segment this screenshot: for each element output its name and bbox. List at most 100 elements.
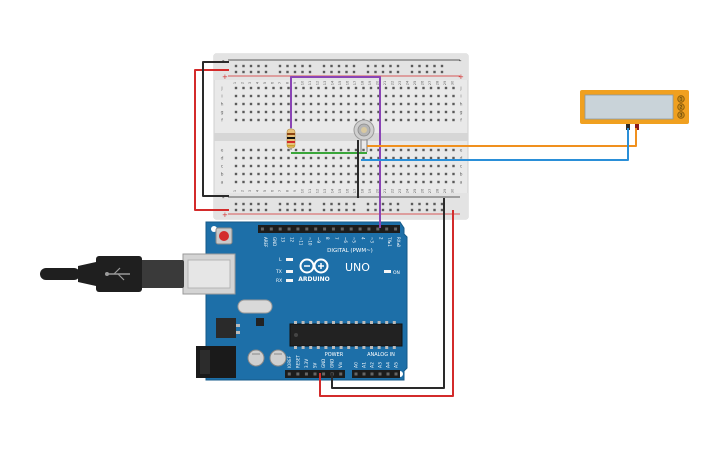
breadboard-hole[interactable]: [287, 86, 290, 90]
rail-hole[interactable]: [345, 64, 348, 68]
breadboard-hole[interactable]: [429, 172, 433, 176]
resistor[interactable]: [286, 128, 296, 150]
breadboard-hole[interactable]: [264, 148, 268, 152]
digital-pin-hole[interactable]: [314, 227, 318, 231]
breadboard-hole[interactable]: [249, 172, 253, 176]
breadboard-hole[interactable]: [414, 180, 418, 184]
wire-black-ground-arduino[interactable]: [331, 198, 445, 389]
breadboard-hole[interactable]: [377, 94, 380, 98]
breadboard-hole[interactable]: [324, 172, 328, 176]
digital-pin-hole[interactable]: [323, 227, 327, 231]
breadboard-hole[interactable]: [257, 102, 260, 106]
breadboard-hole[interactable]: [392, 172, 395, 176]
breadboard-hole[interactable]: [272, 94, 275, 98]
breadboard-hole[interactable]: [242, 156, 245, 160]
rail-hole[interactable]: [389, 64, 392, 68]
power-pin-hole[interactable]: [313, 372, 317, 376]
breadboard-hole[interactable]: [444, 156, 448, 160]
rail-hole[interactable]: [440, 202, 444, 206]
breadboard-hole[interactable]: [242, 172, 245, 176]
analog-pin-hole[interactable]: [394, 372, 398, 376]
breadboard-hole[interactable]: [354, 148, 358, 152]
wire-red-5v-arduino[interactable]: [319, 210, 454, 397]
breadboard-hole[interactable]: [264, 94, 268, 98]
rail-hole[interactable]: [278, 70, 282, 74]
breadboard-hole[interactable]: [332, 110, 335, 114]
breadboard-hole[interactable]: [347, 148, 350, 152]
rail-hole[interactable]: [396, 202, 400, 206]
digital-pin-hole[interactable]: [278, 227, 282, 231]
rail-hole[interactable]: [425, 70, 429, 74]
breadboard-hole[interactable]: [354, 110, 358, 114]
breadboard-hole[interactable]: [249, 102, 253, 106]
breadboard-hole[interactable]: [339, 156, 343, 160]
breadboard-hole[interactable]: [392, 102, 395, 106]
breadboard-hole[interactable]: [317, 102, 320, 106]
rail-hole[interactable]: [381, 70, 385, 74]
breadboard-hole[interactable]: [249, 180, 253, 184]
breadboard-hole[interactable]: [309, 110, 313, 114]
breadboard-hole[interactable]: [362, 110, 365, 114]
breadboard-hole[interactable]: [452, 94, 455, 98]
rail-hole[interactable]: [301, 208, 304, 212]
rail-hole[interactable]: [293, 70, 297, 74]
rail-hole[interactable]: [352, 202, 356, 206]
rail-hole[interactable]: [374, 208, 377, 212]
breadboard-hole[interactable]: [392, 94, 395, 98]
breadboard-hole[interactable]: [422, 110, 425, 114]
breadboard-hole[interactable]: [234, 180, 238, 184]
breadboard-hole[interactable]: [287, 110, 290, 114]
breadboard-hole[interactable]: [384, 148, 388, 152]
breadboard-hole[interactable]: [234, 148, 238, 152]
rail-hole[interactable]: [301, 202, 304, 206]
breadboard-hole[interactable]: [324, 164, 328, 168]
digital-pin-hole[interactable]: [269, 227, 273, 231]
breadboard-hole[interactable]: [429, 148, 433, 152]
rail-hole[interactable]: [433, 70, 436, 74]
rail-hole[interactable]: [264, 202, 268, 206]
breadboard-hole[interactable]: [257, 86, 260, 90]
breadboard-hole[interactable]: [287, 164, 290, 168]
rail-hole[interactable]: [257, 70, 260, 74]
breadboard-hole[interactable]: [354, 86, 358, 90]
breadboard-hole[interactable]: [339, 172, 343, 176]
rail-hole[interactable]: [308, 70, 312, 74]
rail-hole[interactable]: [440, 64, 444, 68]
rail-hole[interactable]: [249, 70, 253, 74]
breadboard-hole[interactable]: [347, 172, 350, 176]
breadboard-hole[interactable]: [332, 86, 335, 90]
breadboard-hole[interactable]: [279, 156, 283, 160]
rail-hole[interactable]: [308, 208, 312, 212]
breadboard-hole[interactable]: [362, 156, 365, 160]
breadboard-hole[interactable]: [384, 180, 388, 184]
breadboard-hole[interactable]: [399, 172, 403, 176]
breadboard-hole[interactable]: [324, 102, 328, 106]
digital-pin-hole[interactable]: [385, 227, 389, 231]
lcd-pin[interactable]: [677, 95, 685, 103]
breadboard-hole[interactable]: [452, 156, 455, 160]
breadboard-hole[interactable]: [399, 94, 403, 98]
breadboard-hole[interactable]: [339, 118, 343, 122]
breadboard-hole[interactable]: [422, 172, 425, 176]
breadboard-hole[interactable]: [257, 94, 260, 98]
breadboard-hole[interactable]: [452, 164, 455, 168]
breadboard-hole[interactable]: [309, 94, 313, 98]
breadboard-hole[interactable]: [234, 102, 238, 106]
rail-hole[interactable]: [301, 64, 304, 68]
breadboard-hole[interactable]: [377, 86, 380, 90]
breadboard-hole[interactable]: [354, 164, 358, 168]
rail-hole[interactable]: [242, 202, 245, 206]
breadboard-hole[interactable]: [264, 118, 268, 122]
breadboard-hole[interactable]: [444, 94, 448, 98]
breadboard-hole[interactable]: [369, 148, 373, 152]
rail-hole[interactable]: [366, 70, 370, 74]
rail-hole[interactable]: [352, 70, 356, 74]
rail-hole[interactable]: [322, 202, 326, 206]
breadboard-hole[interactable]: [384, 110, 388, 114]
breadboard-hole[interactable]: [452, 118, 455, 122]
breadboard-hole[interactable]: [407, 110, 410, 114]
rail-hole[interactable]: [418, 64, 421, 68]
breadboard-hole[interactable]: [437, 102, 440, 106]
rail-hole[interactable]: [322, 70, 326, 74]
usb-port[interactable]: [182, 253, 236, 295]
